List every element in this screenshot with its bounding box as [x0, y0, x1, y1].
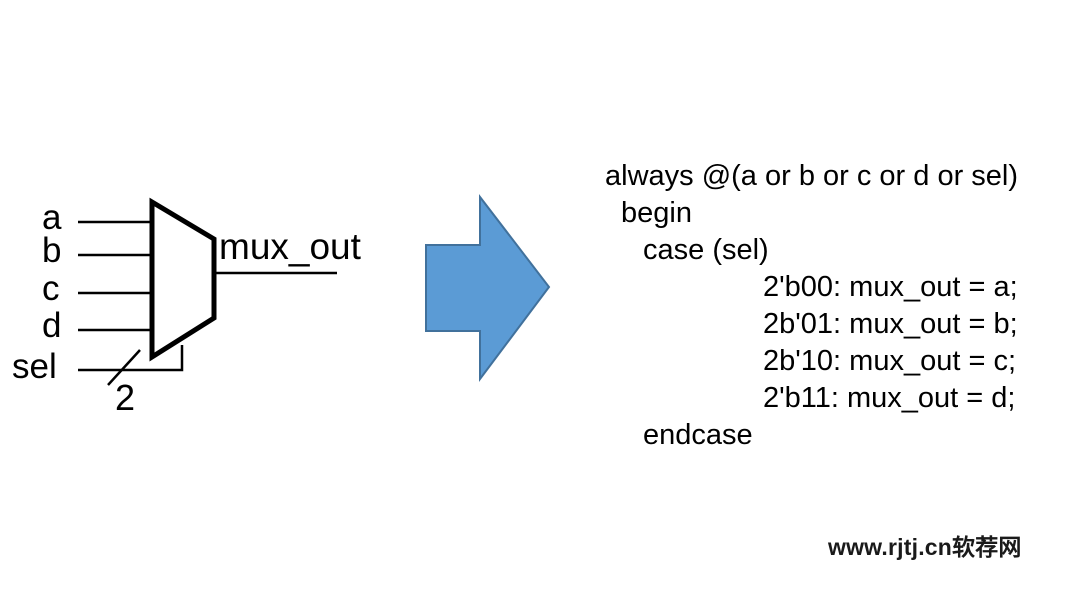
- port-label-mux-out: mux_out: [219, 226, 361, 267]
- port-label-c: c: [42, 269, 60, 308]
- mux-schematic: a b c d sel 2 mux_out: [0, 0, 420, 594]
- code-line-case: case (sel): [643, 234, 769, 266]
- code-line-endcase: endcase: [643, 419, 753, 451]
- site-watermark: www.rjtj.cn软荐网: [828, 534, 1022, 560]
- port-label-a: a: [42, 198, 62, 237]
- bus-width-slash: [107, 349, 141, 386]
- mux-body: [149, 197, 217, 362]
- wire-select: [78, 345, 184, 372]
- code-line-case-item-01: 2b'01: mux_out = b;: [763, 308, 1018, 340]
- code-line-case-item-00: 2'b00: mux_out = a;: [763, 271, 1018, 303]
- right-arrow-shape: [425, 194, 551, 382]
- right-arrow-icon: [425, 194, 551, 382]
- port-label-sel: sel: [12, 347, 57, 386]
- mux-schematic-svg: [78, 197, 337, 386]
- bus-width-label: 2: [115, 377, 136, 418]
- port-label-d: d: [42, 306, 62, 345]
- verilog-code-block: always @(a or b or c or d or sel) begin …: [605, 158, 1057, 454]
- code-line-case-item-10: 2b'10: mux_out = c;: [763, 345, 1016, 377]
- code-line-always: always @(a or b or c or d or sel): [605, 160, 1019, 192]
- code-line-case-item-11: 2'b11: mux_out = d;: [763, 382, 1016, 414]
- code-line-begin: begin: [621, 197, 692, 229]
- port-label-b: b: [42, 231, 62, 270]
